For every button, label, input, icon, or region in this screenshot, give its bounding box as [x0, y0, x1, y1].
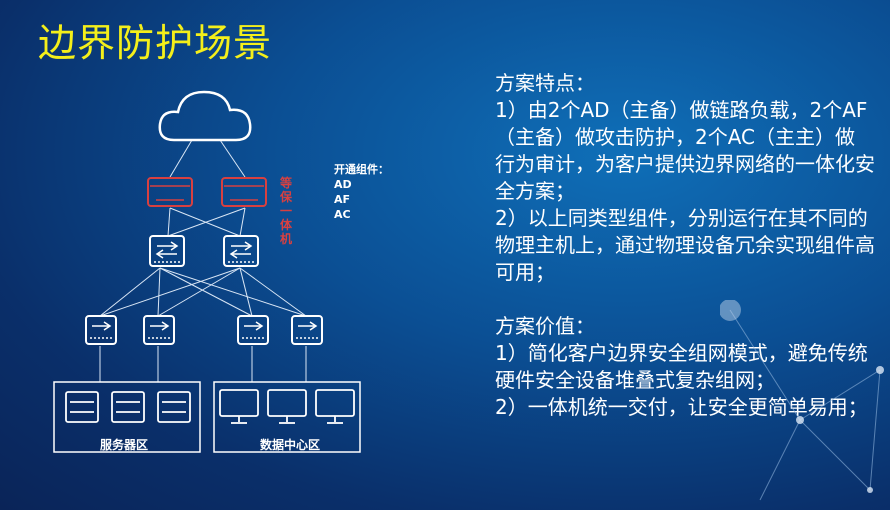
cloud-icon [158, 90, 252, 142]
security-appliance-icon [221, 177, 267, 207]
server-zone-label: 服务器区 [100, 438, 149, 452]
security-appliance-icon [147, 177, 193, 207]
value-item: 1）简化客户边界安全组网模式，避免传统硬件安全设备堆叠式复杂组网； [495, 341, 868, 392]
access-switch-icon [85, 315, 117, 345]
feature-item: 1）由2个AD（主备）做链路负载，2个AF（主备）做攻击防护，2个AC（主主）做… [495, 98, 875, 203]
network-topology-diagram [53, 90, 361, 453]
decorative-network-graphic [720, 300, 884, 501]
monitor-icon [315, 389, 355, 424]
components-heading: 开通组件： [334, 163, 389, 176]
description-panel: 方案特点： 1）由2个AD（主备）做链路负载，2个AF（主备）做攻击防护，2个A… [495, 70, 875, 421]
core-switch-icon [223, 235, 259, 267]
component-item: AC [334, 208, 351, 221]
components-list: 开通组件： AD AF AC [334, 162, 389, 222]
feature-item: 2）以上同类型组件，分别运行在其不同的物理主机上，通过物理设备冗余实现组件高可用… [495, 206, 875, 284]
server-icon [111, 391, 145, 423]
component-item: AF [334, 193, 351, 206]
access-switch-icon [237, 315, 269, 345]
monitor-icon [219, 389, 259, 424]
features-heading: 方案特点： [495, 71, 595, 95]
page-title: 边界防护场景 [38, 21, 273, 65]
server-icon [157, 391, 191, 423]
value-heading: 方案价值： [495, 314, 595, 338]
device-label: 等保一体机 [280, 176, 293, 246]
value-item: 2）一体机统一交付，让安全更简单易用； [495, 395, 868, 419]
component-item: AD [334, 178, 352, 191]
datacenter-zone-box [213, 381, 361, 453]
server-icon [65, 391, 99, 423]
topology-links [99, 139, 307, 382]
access-switch-icon [291, 315, 323, 345]
datacenter-zone-label: 数据中心区 [260, 438, 321, 452]
core-switch-icon [149, 235, 185, 267]
server-zone-box [53, 381, 201, 453]
access-switch-icon [143, 315, 175, 345]
monitor-icon [267, 389, 307, 424]
